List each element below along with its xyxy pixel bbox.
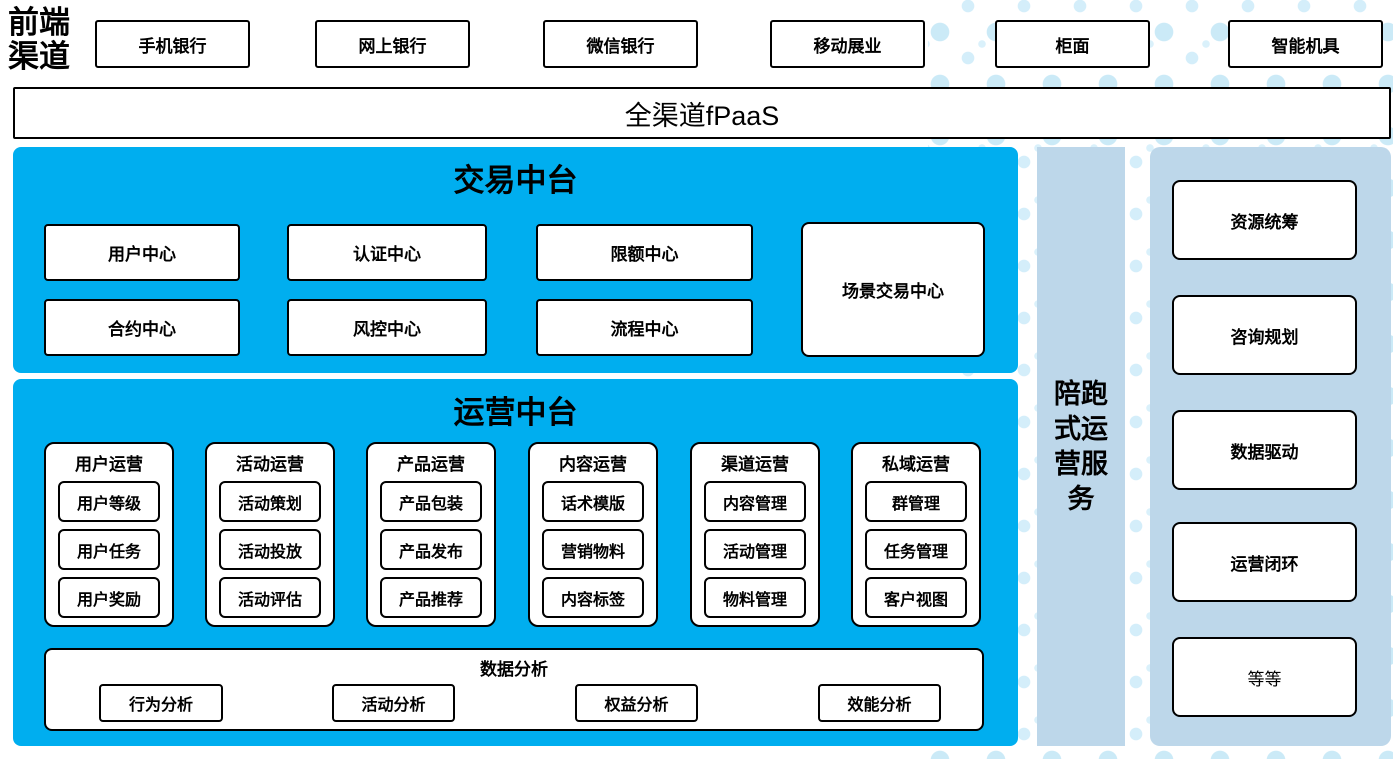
service-box-resource-coordination: 资源统筹 bbox=[1172, 180, 1357, 260]
group-title: 用户运营 bbox=[75, 455, 143, 474]
center-box-contract: 合约中心 bbox=[44, 299, 240, 356]
group-item: 话术模版 bbox=[542, 481, 644, 522]
trade-platform-title: 交易中台 bbox=[453, 163, 578, 198]
group-item: 内容管理 bbox=[704, 481, 806, 522]
channel-counter: 柜面 bbox=[995, 20, 1150, 68]
group-item: 用户等级 bbox=[58, 481, 160, 522]
center-box-limit: 限额中心 bbox=[536, 224, 753, 281]
group-item: 产品包装 bbox=[380, 481, 482, 522]
companion-service-bar: 陪跑式运营服务 bbox=[1037, 147, 1125, 746]
channel-smart-devices: 智能机具 bbox=[1228, 20, 1383, 68]
group-item: 活动策划 bbox=[219, 481, 321, 522]
ops-group-activity: 活动运营 活动策划 活动投放 活动评估 bbox=[205, 442, 335, 627]
group-item: 活动投放 bbox=[219, 529, 321, 570]
group-title: 渠道运营 bbox=[721, 455, 789, 474]
group-item: 用户任务 bbox=[58, 529, 160, 570]
ops-group-content: 内容运营 话术模版 营销物料 内容标签 bbox=[528, 442, 658, 627]
right-services-panel: 资源统筹 咨询规划 数据驱动 运营闭环 等等 bbox=[1150, 147, 1391, 746]
channel-mobile-sales: 移动展业 bbox=[770, 20, 925, 68]
analysis-item-activity: 活动分析 bbox=[332, 684, 455, 722]
ops-platform-panel: 运营中台 用户运营 用户等级 用户任务 用户奖励 活动运营 活动策划 活动投放 … bbox=[13, 379, 1018, 746]
analysis-item-efficiency: 效能分析 bbox=[818, 684, 941, 722]
group-title: 内容运营 bbox=[559, 455, 627, 474]
center-box-risk: 风控中心 bbox=[287, 299, 487, 356]
group-title: 产品运营 bbox=[397, 455, 465, 474]
ops-group-product: 产品运营 产品包装 产品发布 产品推荐 bbox=[366, 442, 496, 627]
service-box-closed-loop: 运营闭环 bbox=[1172, 522, 1357, 602]
data-analysis-box: 数据分析 行为分析 活动分析 权益分析 效能分析 bbox=[44, 648, 984, 731]
group-item: 活动管理 bbox=[704, 529, 806, 570]
ops-group-channel: 渠道运营 内容管理 活动管理 物料管理 bbox=[690, 442, 820, 627]
group-item: 产品推荐 bbox=[380, 577, 482, 618]
group-item: 营销物料 bbox=[542, 529, 644, 570]
group-item: 任务管理 bbox=[865, 529, 967, 570]
group-item: 产品发布 bbox=[380, 529, 482, 570]
analysis-item-rights: 权益分析 bbox=[575, 684, 698, 722]
center-box-scene-trade: 场景交易中心 bbox=[801, 222, 985, 357]
group-item: 群管理 bbox=[865, 481, 967, 522]
service-box-data-driven: 数据驱动 bbox=[1172, 410, 1357, 490]
group-item: 活动评估 bbox=[219, 577, 321, 618]
center-box-process: 流程中心 bbox=[536, 299, 753, 356]
channel-mobile-banking: 手机银行 bbox=[95, 20, 250, 68]
group-item: 内容标签 bbox=[542, 577, 644, 618]
data-analysis-title: 数据分析 bbox=[480, 660, 548, 679]
analysis-item-behavior: 行为分析 bbox=[99, 684, 223, 722]
service-box-consulting-planning: 咨询规划 bbox=[1172, 295, 1357, 375]
group-title: 活动运营 bbox=[236, 455, 304, 474]
trade-platform-panel: 交易中台 用户中心 认证中心 限额中心 合约中心 风控中心 流程中心 场景交易中… bbox=[13, 147, 1018, 373]
center-box-user: 用户中心 bbox=[44, 224, 240, 281]
ops-group-private-domain: 私域运营 群管理 任务管理 客户视图 bbox=[851, 442, 981, 627]
companion-service-label: 陪跑式运营服务 bbox=[1054, 378, 1108, 514]
group-item: 用户奖励 bbox=[58, 577, 160, 618]
ops-group-user: 用户运营 用户等级 用户任务 用户奖励 bbox=[44, 442, 174, 627]
frontend-channels-label: 前端渠道 bbox=[8, 5, 70, 74]
center-box-auth: 认证中心 bbox=[287, 224, 487, 281]
group-item: 物料管理 bbox=[704, 577, 806, 618]
service-box-etc: 等等 bbox=[1172, 637, 1357, 717]
channel-online-banking: 网上银行 bbox=[315, 20, 470, 68]
ops-platform-title: 运营中台 bbox=[453, 395, 578, 430]
group-item: 客户视图 bbox=[865, 577, 967, 618]
fpaas-bar: 全渠道fPaaS bbox=[13, 87, 1391, 139]
channel-wechat-banking: 微信银行 bbox=[543, 20, 698, 68]
group-title: 私域运营 bbox=[882, 455, 950, 474]
